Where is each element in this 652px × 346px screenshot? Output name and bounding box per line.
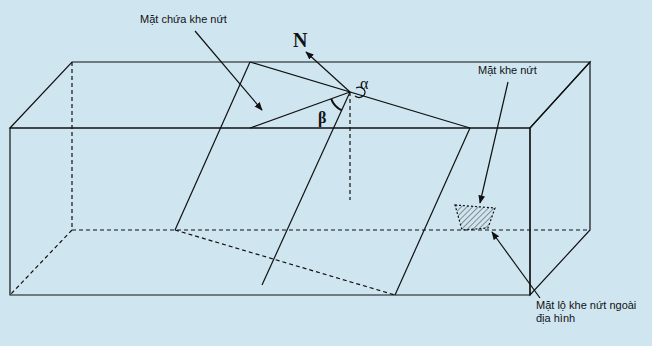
north-label: N	[293, 28, 307, 52]
fracture-plane	[175, 62, 470, 295]
dip-angle-arc	[331, 99, 342, 111]
north-arrow	[306, 52, 350, 92]
horizontal-line	[250, 92, 350, 128]
leader-line	[195, 31, 262, 110]
block-right	[530, 62, 590, 295]
outcrop-patch	[455, 205, 495, 230]
angle-label: α	[360, 74, 368, 93]
plane-label: Mặt chứa khe nứt	[140, 13, 227, 26]
dip-line	[262, 92, 350, 285]
leader-line	[480, 82, 508, 203]
hidden-edges	[10, 62, 590, 295]
leader-line	[492, 232, 540, 298]
angle-label: β	[318, 108, 326, 127]
block-top	[10, 62, 590, 128]
outcrop-label: Mặt lộ khe nứt ngoài địa hình	[536, 299, 640, 325]
plane-label: Mặt khe nứt	[478, 64, 537, 77]
block-front	[10, 128, 530, 295]
